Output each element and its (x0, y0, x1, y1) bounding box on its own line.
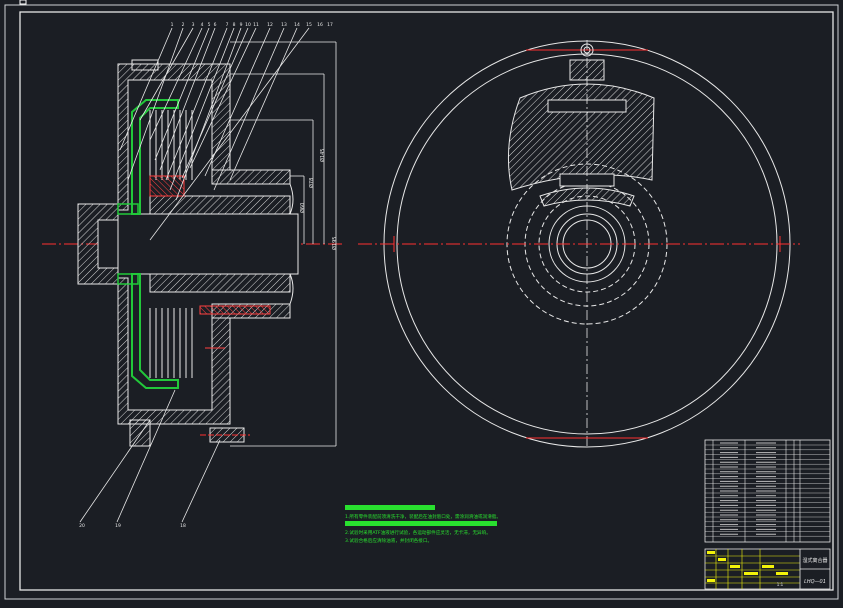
callout-16: 16 (317, 22, 323, 28)
notes-highlight-1 (345, 505, 435, 510)
callout-11: 11 (253, 22, 259, 28)
shaft-end-break (289, 183, 294, 305)
dim-text-1: Ø60 (299, 203, 306, 213)
parts-list (704, 439, 831, 543)
callout-12: 12 (267, 22, 273, 28)
sleeve-upper (211, 169, 291, 185)
callout-1: 1 (171, 22, 174, 28)
lower-callouts: 20 19 18 (79, 523, 186, 529)
inner-border (19, 11, 834, 591)
housing-upper (117, 63, 231, 211)
bolt-lower-left (129, 419, 151, 447)
callout-leaders (79, 27, 310, 523)
callout-3: 3 (192, 22, 195, 28)
callout-2: 2 (182, 22, 185, 28)
callout-18: 18 (180, 523, 186, 529)
seal-green-upper (131, 99, 179, 215)
notes-highlight-2 (345, 521, 497, 526)
clutch-plates-lower (149, 308, 193, 378)
shaft-lower-wall (149, 273, 291, 293)
end-view (358, 40, 800, 448)
dimension-lines (230, 41, 337, 447)
tech-note-3: 3.试验合格后应清除油液，并封闭各接口。 (345, 537, 432, 544)
bearing-red-lower (199, 305, 271, 315)
dim-text-2: Ø78 (308, 178, 315, 188)
title-block: 湿式离合器 LHQ—01 1:1 (704, 548, 831, 590)
title-drawing-no: LHQ—01 (804, 579, 826, 585)
shaft (117, 213, 299, 275)
callout-7: 7 (226, 22, 229, 28)
oring-green-upper (117, 203, 139, 215)
dim-text-3: Ø145 (319, 149, 326, 162)
callout-10: 10 (245, 22, 251, 28)
bolt-upper (131, 59, 159, 71)
title-part-name: 湿式离合器 (802, 557, 827, 564)
callout-8: 8 (233, 22, 236, 28)
dim-text-4: Ø195 (331, 237, 338, 250)
callout-5: 5 (208, 22, 211, 28)
callout-19: 19 (115, 523, 121, 529)
callout-6: 6 (214, 22, 217, 28)
callout-15: 15 (306, 22, 312, 28)
oring-green-lower (117, 273, 139, 285)
title-scale: 1:1 (777, 582, 784, 587)
corner-mark (19, 0, 27, 5)
callout-14: 14 (294, 22, 300, 28)
tech-note-2: 2.试验时采用ATF油液进行试验，各运动部件应灵活，无卡滞，无异响。 (345, 529, 491, 536)
seal-green-lower (131, 273, 179, 389)
sectional-view (42, 27, 345, 523)
callout-20: 20 (79, 523, 85, 529)
shaft-upper-wall (149, 195, 291, 215)
top-bolt-hole (580, 43, 594, 57)
technical-notes: 1.所有零件装配前须清洗干净，装配后在油封唇口处，需涂润滑油或润滑脂。 2.试验… (345, 505, 501, 544)
callout-9: 9 (240, 22, 243, 28)
callout-13: 13 (281, 22, 287, 28)
top-bolt-hole-inner (583, 46, 591, 54)
hub-core (97, 219, 121, 269)
outer-border (4, 4, 839, 600)
piston-red-upper (149, 175, 185, 197)
tech-note-1: 1.所有零件装配前须清洗干净，装配后在油封唇口处，需涂润滑油或润滑脂。 (345, 513, 501, 520)
callout-17: 17 (327, 22, 333, 28)
callout-4: 4 (201, 22, 204, 28)
